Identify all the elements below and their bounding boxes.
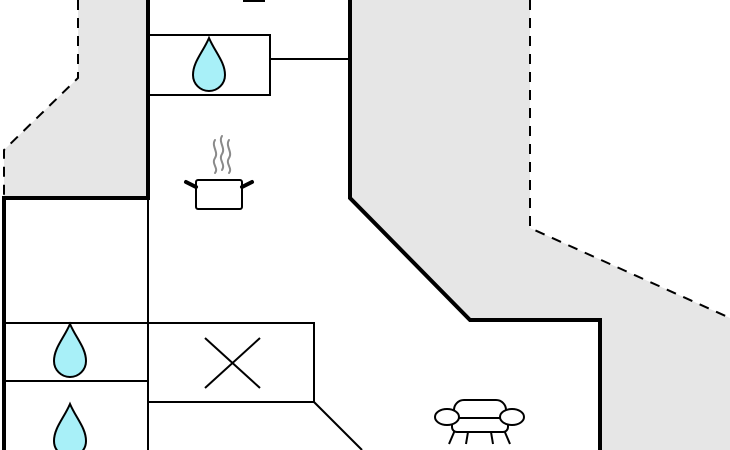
interior-walls (4, 34, 363, 450)
steam-icon (212, 135, 232, 174)
water-drop-icon (191, 35, 227, 92)
storage-room (147, 322, 315, 403)
water-drop-icon (52, 401, 88, 450)
unfurnished-room-marker (204, 337, 261, 389)
terrace-boundary-left (3, 0, 79, 198)
exterior-area-right (350, 0, 730, 450)
water-drop-icon (52, 321, 88, 378)
sofa-icon (434, 399, 525, 445)
terrace-boundary-right (529, 0, 730, 319)
exterior-areas (4, 0, 730, 450)
wall-right (348, 0, 602, 450)
terrace-boundaries (3, 0, 730, 319)
water-points (52, 35, 227, 450)
wash-counter-top (147, 34, 271, 96)
cooking-pot-icon (184, 135, 254, 210)
exterior-area-left (4, 0, 148, 198)
wall-diagonal (313, 401, 363, 450)
